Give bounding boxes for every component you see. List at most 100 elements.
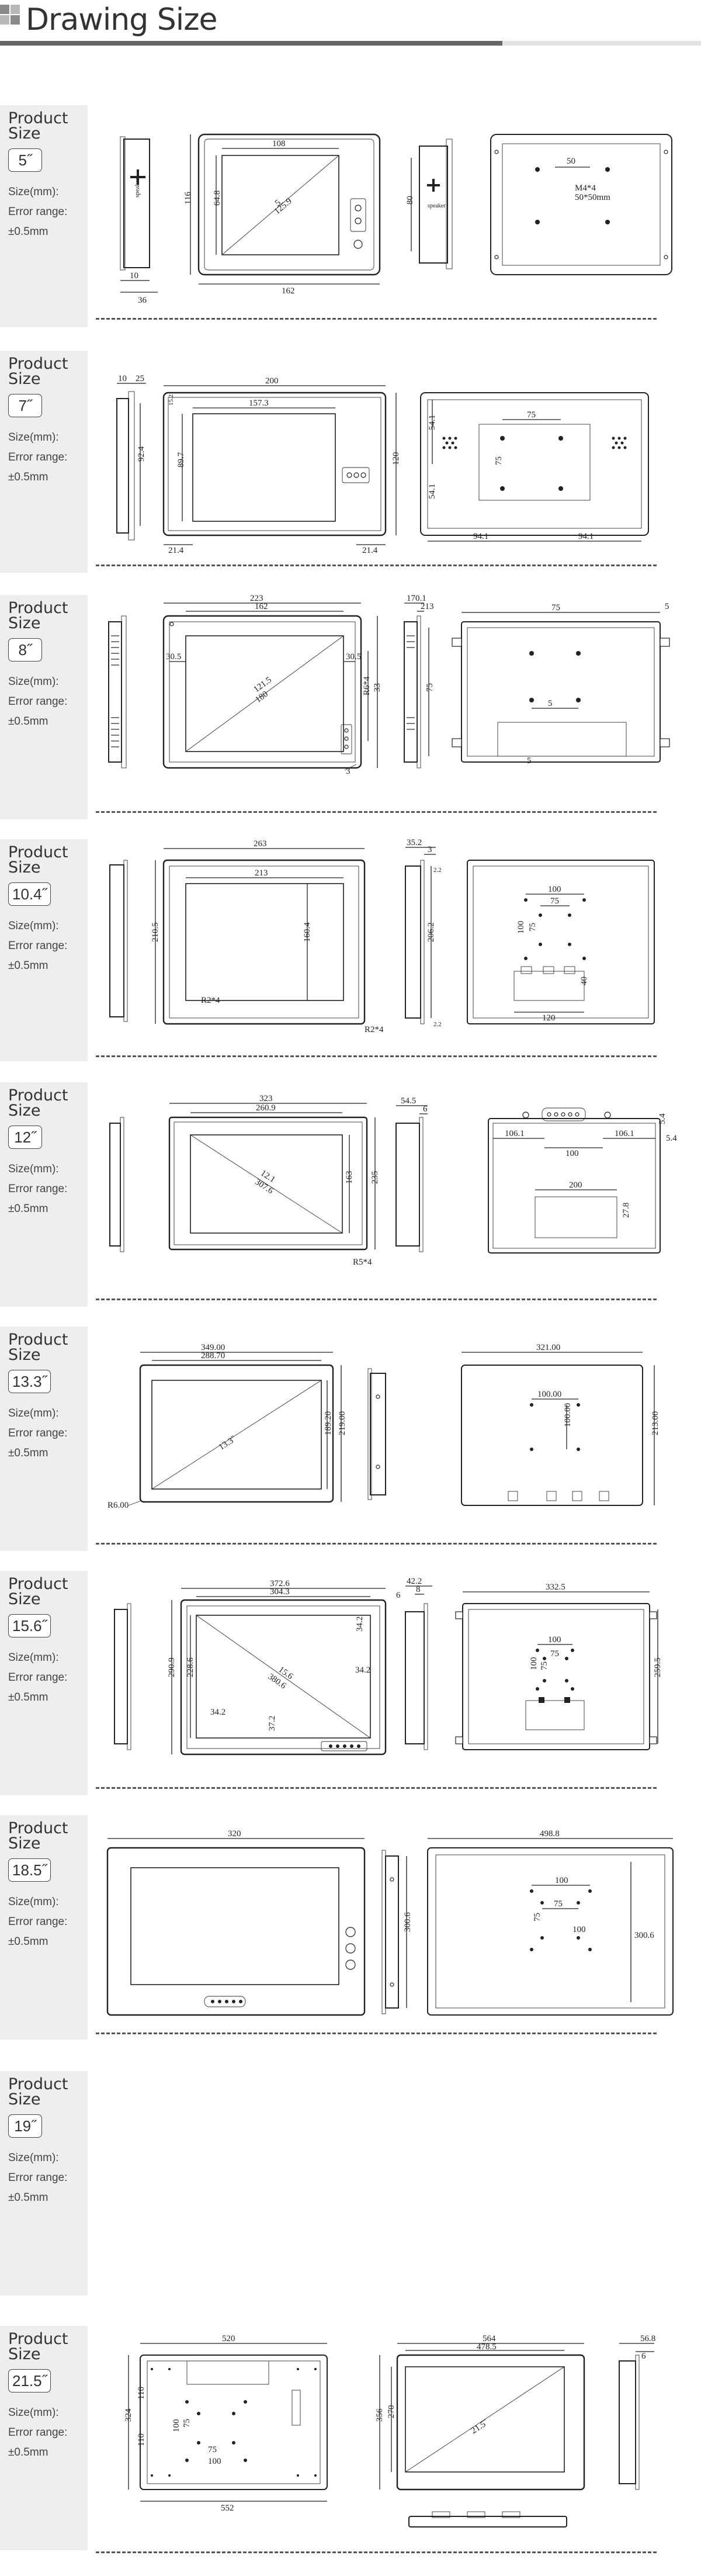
svg-text:75: 75 [533,1913,542,1921]
svg-text:206.2: 206.2 [426,922,436,942]
svg-text:8: 8 [416,1585,421,1594]
svg-text:100: 100 [172,2419,181,2433]
svg-text:304.3: 304.3 [270,1587,290,1597]
svg-text:34.2: 34.2 [355,1666,370,1675]
svg-text:300.6: 300.6 [403,1912,412,1932]
svg-text:35.2: 35.2 [407,838,422,847]
svg-text:116: 116 [183,192,193,205]
svg-text:372.6: 372.6 [270,1579,290,1588]
svg-text:213: 213 [421,602,434,611]
header-squares-icon [0,5,21,26]
svg-text:21.4: 21.4 [168,546,184,555]
drawing-15-6-inch: 15.6 380.6 372.6 304.3 290.9 228.6 34.2 … [114,1577,662,1756]
svg-text:100: 100 [529,1657,539,1671]
svg-text:332.5: 332.5 [546,1583,565,1592]
svg-text:120: 120 [542,1013,556,1023]
drawing-8-inch: 180 121.5 223 162 30.5 30.5 R6*4 33 3 17… [108,594,670,776]
product-panel: Product Size 7˝ Size(mm): Error range: ±… [0,351,88,573]
size-info: Size(mm): Error range: ±0.5mm [8,186,68,238]
svg-text:552: 552 [221,2504,234,2513]
svg-text:106.1: 106.1 [615,1129,634,1138]
section-divider [96,1543,657,1545]
svg-text:259.5: 259.5 [653,1657,662,1677]
svg-text:34.2: 34.2 [355,1616,365,1632]
header-divider-light [502,41,701,46]
product-section-19: Product Size 19˝ Size(mm): Error range: … [0,2071,701,2295]
svg-text:94.1: 94.1 [578,532,594,541]
svg-text:189.20: 189.20 [324,1411,333,1435]
svg-text:498.8: 498.8 [540,1829,560,1838]
size-badge: 21.5˝ [8,2369,51,2393]
svg-text:3: 3 [428,845,432,854]
size-info: Size(mm): Error range: ±0.5mm [8,2407,68,2459]
section-divider [96,1299,657,1300]
svg-text:40: 40 [579,977,589,985]
svg-text:288.70: 288.70 [201,1351,225,1360]
svg-text:160.4: 160.4 [303,922,312,942]
product-section-8: Product Size 8˝ Size(mm): Error range: ±… [0,594,701,819]
svg-text:75: 75 [550,896,559,906]
svg-text:64.8: 64.8 [213,191,222,206]
svg-text:5.4: 5.4 [666,1134,677,1143]
size-info: Size(mm): Error range: ±0.5mm [8,1163,68,1215]
product-panel: Product Size 8˝ Size(mm): Error range: ±… [0,595,88,819]
svg-text:6: 6 [423,1105,428,1114]
svg-text:75: 75 [527,410,536,420]
page-title: Drawing Size [26,2,217,37]
svg-text:30.5: 30.5 [166,652,181,662]
svg-text:157.3: 157.3 [249,399,269,408]
svg-text:75: 75 [551,603,560,612]
svg-text:54.1: 54.1 [428,415,437,430]
size-badge: 12˝ [8,1126,42,1149]
product-panel: Product Size 19˝ Size(mm): Error range: … [0,2071,88,2295]
product-label: Product Size [8,599,68,632]
section-divider [96,2033,657,2034]
svg-text:75: 75 [425,683,435,692]
svg-text:R2*4: R2*4 [201,996,220,1005]
svg-text:263: 263 [254,839,267,849]
svg-text:219.00: 219.00 [338,1411,347,1435]
svg-text:100: 100 [565,1149,579,1158]
svg-text:163: 163 [345,1171,354,1185]
product-section-7: Product Size 7˝ Size(mm): Error range: ±… [0,351,701,573]
product-label: Product Size [8,2330,68,2363]
product-section-18-5: Product Size 18.5˝ Size(mm): Error range… [0,1815,701,2040]
svg-text:2.2: 2.2 [433,867,442,874]
svg-text:200: 200 [265,376,279,386]
product-label: Product Size [8,109,68,143]
svg-text:170.1: 170.1 [407,594,426,603]
svg-text:478.5: 478.5 [477,2342,497,2352]
svg-text:50: 50 [567,157,575,166]
header-divider [0,41,502,46]
svg-text:100: 100 [548,885,561,894]
product-panel: Product Size 15.6˝ Size(mm): Error range… [0,1571,88,1795]
svg-text:speaker: speaker [428,203,446,209]
product-section-13-3: Product Size 13.3˝ Size(mm): Error range… [0,1327,701,1551]
svg-text:100: 100 [572,1925,586,1934]
svg-text:100.00: 100.00 [563,1403,572,1427]
product-panel: Product Size 18.5˝ Size(mm): Error range… [0,1815,88,2040]
size-badge: 13.3˝ [8,1370,51,1393]
size-info: Size(mm): Error range: ±0.5mm [8,676,68,728]
svg-text:10: 10 [130,271,138,281]
svg-text:120: 120 [391,452,401,466]
svg-text:100: 100 [555,1876,568,1885]
svg-text:270: 270 [387,2405,396,2419]
svg-text:100.00: 100.00 [537,1390,561,1399]
product-panel: Product Size 10.4˝ Size(mm): Error range… [0,839,88,1061]
svg-text:75: 75 [550,1649,559,1659]
svg-text:100: 100 [516,921,526,934]
drawing-18-5-inch: 320 300.6 498.8 100 75 100 75 300.6 [106,1829,674,2016]
product-label: Product Size [8,1575,68,1608]
drawing-7-inch: 10 25 92.4 157.3 200 89.7 120 15.2 21.4 … [116,374,649,555]
svg-text:6: 6 [396,1591,401,1600]
svg-text:5: 5 [527,756,532,766]
size-info: Size(mm): Error range: ±0.5mm [8,1896,68,1948]
svg-text:80: 80 [405,196,415,205]
drawing-10-4-inch: 263 213 210.5 160.4 R2*4 R2*4 35.2 3 206… [109,838,655,1034]
svg-text:89.7: 89.7 [176,452,186,468]
svg-text:213.00: 213.00 [651,1411,660,1435]
svg-text:75: 75 [554,1899,563,1909]
svg-text:235: 235 [370,1171,380,1185]
svg-text:10: 10 [118,374,127,383]
